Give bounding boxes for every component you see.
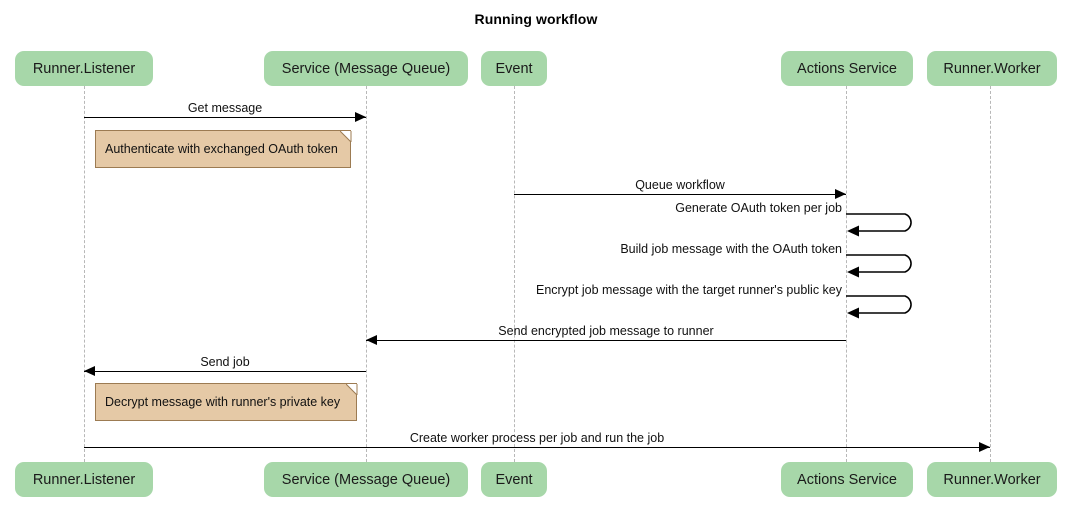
participant-actions_service-top[interactable]: Actions Service — [781, 51, 913, 86]
note-folded-corner-icon — [339, 130, 352, 148]
participant-label: Service (Message Queue) — [281, 471, 451, 488]
message-label-m6: Send encrypted job message to runner — [498, 324, 714, 338]
diagram-title: Running workflow — [474, 11, 598, 27]
participant-label: Runner.Worker — [943, 471, 1041, 488]
participant-label: Service (Message Queue) — [281, 60, 451, 77]
message-line-m1[interactable] — [84, 117, 366, 118]
arrowhead-m8 — [979, 442, 990, 452]
participant-runner_listener-top[interactable]: Runner.Listener — [15, 51, 153, 86]
note-label: Decrypt message with runner's private ke… — [105, 395, 341, 409]
message-label-m3: Generate OAuth token per job — [675, 201, 842, 215]
lifeline-service_mq — [366, 86, 367, 462]
message-label-m7: Send job — [200, 355, 250, 369]
participant-runner_worker-bottom[interactable]: Runner.Worker — [927, 462, 1057, 497]
note-n1: Authenticate with exchanged OAuth token — [95, 130, 351, 168]
participant-label: Runner.Listener — [32, 60, 136, 77]
message-label-m2: Queue workflow — [635, 178, 725, 192]
self-message-m3[interactable] — [846, 212, 928, 243]
arrowhead-m2 — [835, 189, 846, 199]
lifeline-actions_service — [846, 86, 847, 462]
message-line-m2[interactable] — [514, 194, 846, 195]
message-label-m1: Get message — [187, 101, 263, 115]
lifeline-runner_worker — [990, 86, 991, 462]
participant-service_mq-bottom[interactable]: Service (Message Queue) — [264, 462, 468, 497]
participant-event-top[interactable]: Event — [481, 51, 547, 86]
self-message-m4[interactable] — [846, 253, 928, 284]
participant-service_mq-top[interactable]: Service (Message Queue) — [264, 51, 468, 86]
participant-label: Runner.Worker — [943, 60, 1041, 77]
participant-runner_worker-top[interactable]: Runner.Worker — [927, 51, 1057, 86]
participant-actions_service-bottom[interactable]: Actions Service — [781, 462, 913, 497]
message-line-m8[interactable] — [84, 447, 990, 448]
message-label-m8: Create worker process per job and run th… — [409, 431, 665, 445]
lifeline-event — [514, 86, 515, 462]
participant-label: Runner.Listener — [32, 471, 136, 488]
participant-label: Event — [495, 60, 533, 77]
lifeline-runner_listener — [84, 86, 85, 462]
self-message-m5[interactable] — [846, 294, 928, 325]
arrowhead-m7 — [84, 366, 95, 376]
participant-runner_listener-bottom[interactable]: Runner.Listener — [15, 462, 153, 497]
note-folded-corner-icon — [345, 383, 358, 401]
note-n2: Decrypt message with runner's private ke… — [95, 383, 357, 421]
participant-label: Actions Service — [797, 471, 897, 488]
message-label-m5: Encrypt job message with the target runn… — [535, 283, 842, 297]
arrowhead-m1 — [355, 112, 366, 122]
message-line-m7[interactable] — [84, 371, 366, 372]
arrowhead-m6 — [366, 335, 377, 345]
participant-label: Event — [495, 471, 533, 488]
message-label-m4: Build job message with the OAuth token — [620, 242, 842, 256]
participant-label: Actions Service — [797, 60, 897, 77]
participant-event-bottom[interactable]: Event — [481, 462, 547, 497]
note-label: Authenticate with exchanged OAuth token — [105, 142, 338, 156]
message-line-m6[interactable] — [366, 340, 846, 341]
